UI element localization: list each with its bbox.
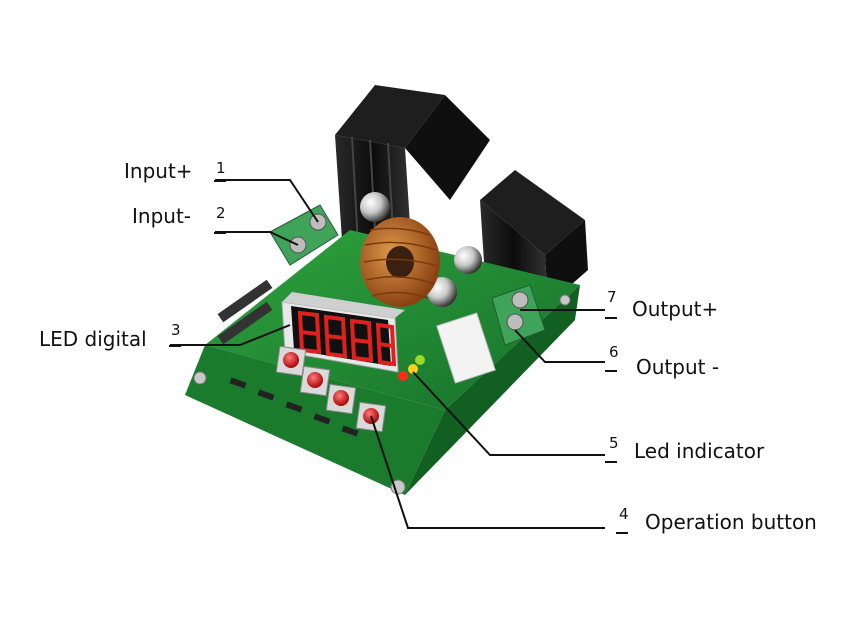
callout-label-input-minus: Input-: [132, 204, 192, 228]
callout-underline: [214, 180, 226, 182]
callout-label-input-plus: Input+: [124, 159, 193, 183]
callout-number-5: 5: [609, 434, 619, 452]
screw-terminal-icon: [491, 284, 546, 346]
callout-number-4: 4: [619, 505, 629, 523]
leader-lines: [170, 179, 605, 529]
inductor-coil-icon: [360, 217, 440, 307]
led-display-icon: [281, 292, 405, 373]
callout-underline: [616, 532, 628, 534]
push-button-icon: [275, 345, 387, 433]
callout-number-3: 3: [171, 321, 181, 339]
leader-line-6: [514, 329, 605, 363]
leader-line-5: [412, 371, 605, 456]
callout-underline: [605, 370, 617, 372]
leader-line-2: [215, 231, 299, 246]
led-indicator-icon: [398, 355, 425, 381]
callout-number-7: 7: [607, 288, 617, 306]
callout-label-operation-button: Operation button: [645, 510, 817, 534]
leader-line-4: [370, 415, 605, 529]
callout-label-led-digital: LED digital: [39, 327, 147, 351]
callout-number-2: 2: [216, 204, 226, 222]
callout-label-led-indicator: Led indicator: [634, 439, 765, 463]
callout-label-output-minus: Output -: [636, 355, 720, 379]
callout-underline: [605, 317, 617, 319]
callout-number-1: 1: [216, 159, 226, 177]
leader-line-3: [170, 324, 291, 346]
callout-number-6: 6: [609, 343, 619, 361]
callout-underline: [605, 461, 617, 463]
capacitor-icon: [360, 192, 482, 307]
leader-line-1: [215, 179, 319, 223]
callout-underline: [169, 345, 181, 347]
callout-label-output-plus: Output+: [632, 297, 719, 321]
callout-underline: [214, 232, 226, 234]
